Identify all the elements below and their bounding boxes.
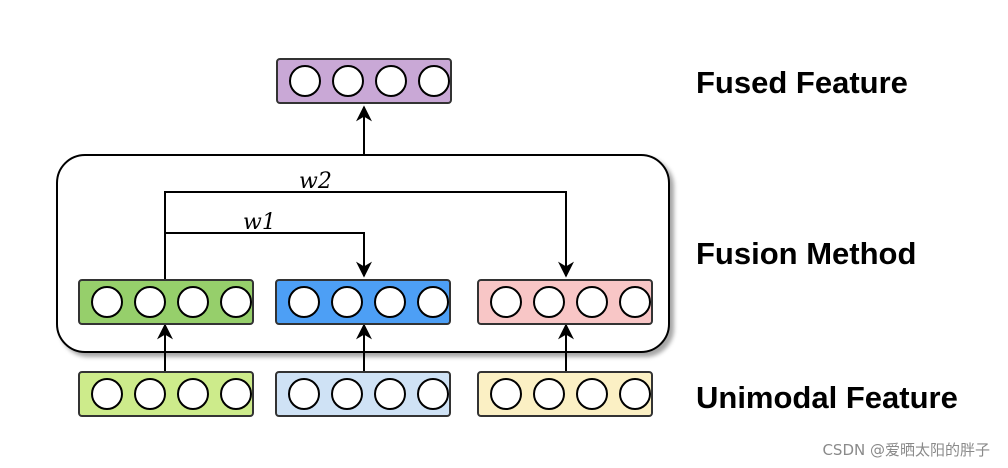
neuron: [289, 65, 321, 97]
neuron: [533, 286, 565, 318]
w2-arrow: [164, 191, 574, 281]
neuron: [177, 378, 209, 410]
neuron: [490, 286, 522, 318]
unimodal-vector-1: [78, 371, 254, 417]
neuron: [220, 378, 252, 410]
neuron: [331, 378, 363, 410]
neuron: [374, 378, 406, 410]
neuron: [418, 65, 450, 97]
neuron: [220, 286, 252, 318]
unimodal-vector-2: [275, 371, 451, 417]
neuron: [619, 286, 651, 318]
connectors: [157, 105, 574, 372]
neuron: [417, 286, 449, 318]
neuron: [490, 378, 522, 410]
neuron: [375, 65, 407, 97]
neuron: [332, 65, 364, 97]
neuron: [288, 286, 320, 318]
neuron: [576, 286, 608, 318]
neuron: [134, 286, 166, 318]
neuron: [91, 286, 123, 318]
fused-vector: [276, 58, 452, 104]
neuron: [576, 378, 608, 410]
fusion-vector-1: [78, 279, 254, 325]
fusion-vector-2: [275, 279, 451, 325]
neuron: [177, 286, 209, 318]
neuron: [619, 378, 651, 410]
neuron: [374, 286, 406, 318]
neuron: [533, 378, 565, 410]
watermark: CSDN @爱晒太阳的胖子: [822, 441, 990, 459]
w1-label: w1: [243, 210, 276, 235]
fused-feature-label: Fused Feature: [696, 65, 908, 100]
neuron: [417, 378, 449, 410]
w2-label: w2: [299, 169, 332, 194]
w1-arrow: [165, 232, 372, 278]
neuron: [331, 286, 363, 318]
neuron: [91, 378, 123, 410]
fusion-vector-3: [477, 279, 653, 325]
neuron: [288, 378, 320, 410]
neuron: [134, 378, 166, 410]
unimodal-feature-label: Unimodal Feature: [696, 380, 958, 415]
fusion-method-label: Fusion Method: [696, 236, 916, 271]
unimodal-vector-3: [477, 371, 653, 417]
